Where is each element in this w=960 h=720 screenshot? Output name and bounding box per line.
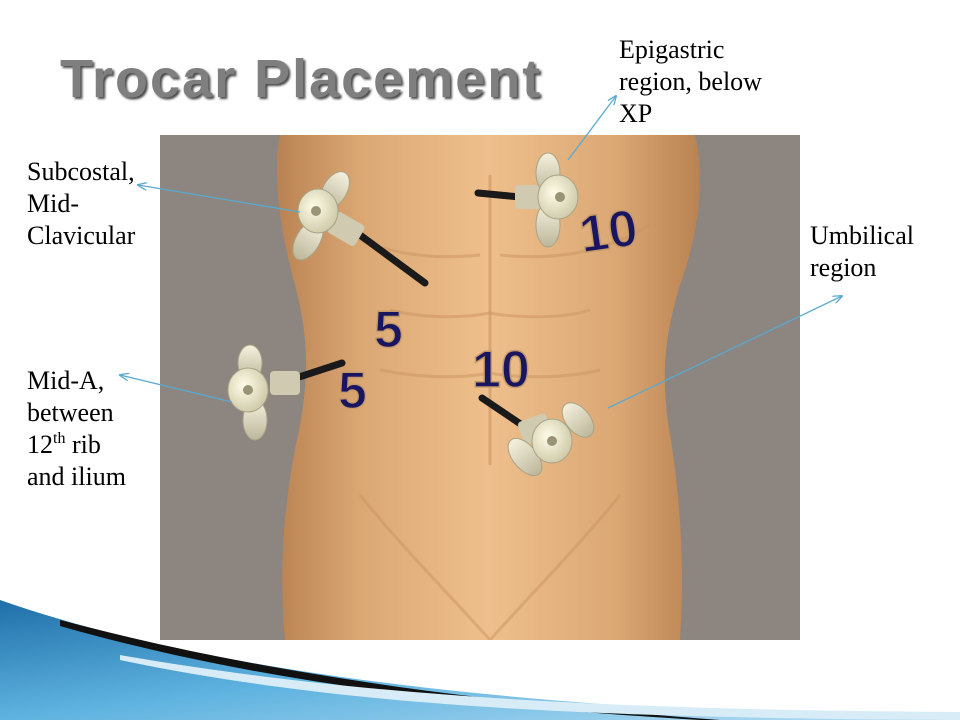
trocar-subcostal bbox=[292, 171, 429, 287]
torso-body bbox=[276, 135, 700, 640]
label-epigastric-line-2: region, below bbox=[619, 67, 762, 96]
rib-contour-right bbox=[499, 223, 651, 259]
trocar-mid-a bbox=[227, 344, 346, 441]
label-umbilical-line-2: region bbox=[810, 253, 877, 282]
label-mid-a-line-4: and ilium bbox=[27, 462, 126, 491]
label-subcostal-line-1: Subcostal, bbox=[27, 157, 135, 186]
abs-row-2 bbox=[379, 368, 601, 379]
footer-swoosh-light bbox=[120, 655, 960, 720]
trocar-epigastric bbox=[474, 152, 579, 248]
label-mid-a-line-2: between bbox=[27, 398, 114, 427]
footer-swoosh bbox=[0, 600, 960, 720]
label-mid-a: Mid-A, between 12th rib and ilium bbox=[27, 365, 126, 493]
size-number-mid-a: 5 bbox=[338, 362, 367, 420]
size-number-epigastric: 10 bbox=[576, 199, 641, 264]
label-subcostal-line-3: Clavicular bbox=[27, 221, 136, 250]
label-epigastric-line-1: Epigastric bbox=[619, 35, 725, 64]
label-mid-a-ordinal-suffix: th bbox=[53, 430, 66, 447]
label-umbilical-line-1: Umbilical bbox=[810, 221, 914, 250]
label-mid-a-line-3: 12th rib bbox=[27, 429, 126, 461]
label-mid-a-rib-number: 12 bbox=[27, 430, 53, 459]
groin-contour bbox=[358, 494, 622, 640]
size-number-subcostal: 5 bbox=[374, 301, 403, 359]
abs-row-1 bbox=[389, 308, 591, 319]
label-epigastric: Epigastric region, below XP bbox=[619, 34, 762, 130]
label-mid-a-line-1: Mid-A, bbox=[27, 366, 105, 395]
trocar-umbilical bbox=[478, 394, 595, 477]
slide-title: Trocar Placement bbox=[60, 49, 543, 109]
label-umbilical: Umbilical region bbox=[810, 220, 914, 284]
size-number-umbilical: 10 bbox=[472, 341, 530, 399]
label-subcostal-line-2: Mid- bbox=[27, 189, 79, 218]
footer-swoosh-blue bbox=[0, 600, 960, 720]
label-mid-a-rib-text: rib bbox=[65, 430, 101, 459]
label-subcostal: Subcostal, Mid- Clavicular bbox=[27, 156, 135, 252]
label-epigastric-line-3: XP bbox=[619, 99, 653, 128]
